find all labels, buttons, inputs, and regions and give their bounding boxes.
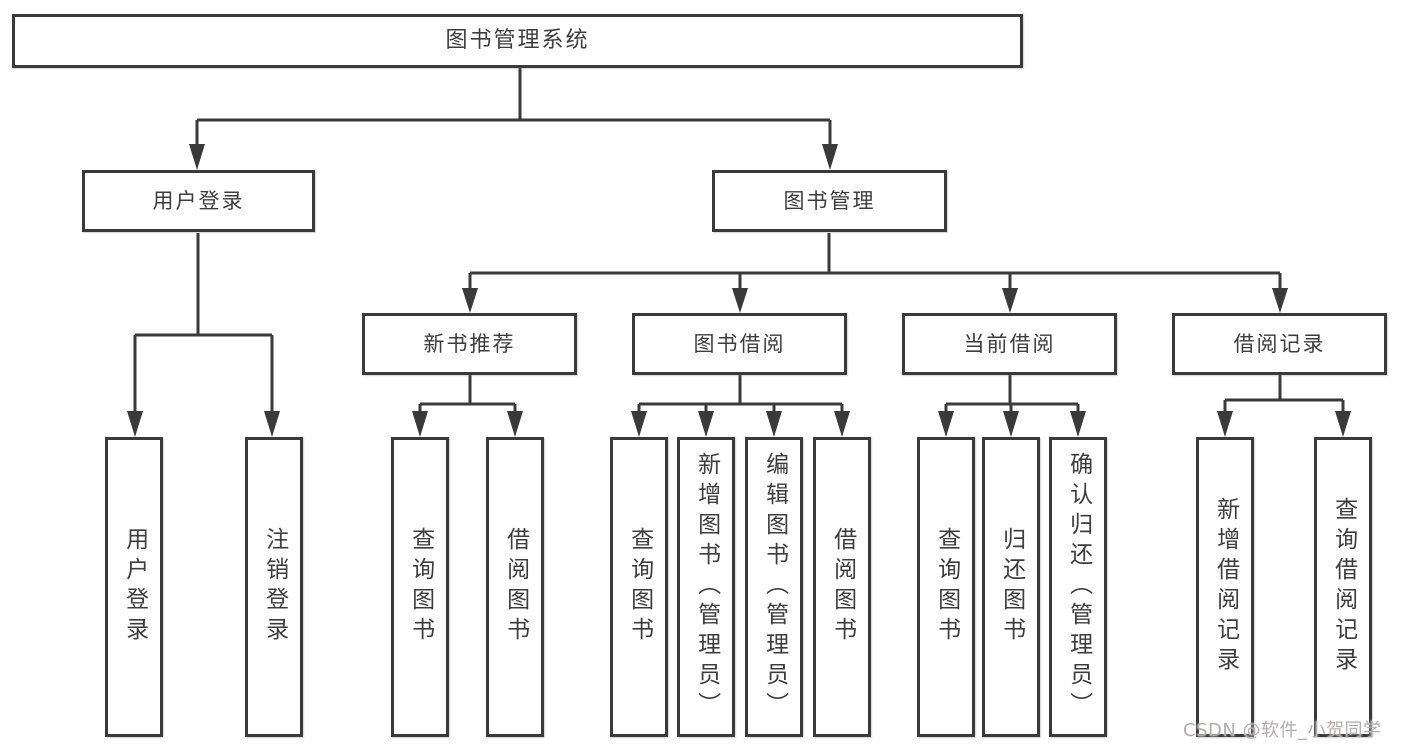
node-label: 查询图书 [933,527,960,647]
leaf-confirm-return-admin: 确认归还（管理员） [1049,437,1107,737]
leaf-query-books-current: 查询图书 [917,437,975,737]
leaf-logout: 注销登录 [245,437,303,737]
node-label: 新书推荐 [423,331,516,356]
node-borrow-record: 借阅记录 [1172,313,1387,375]
node-user-login: 用户登录 [82,170,315,232]
node-label: 借阅图书 [502,527,529,647]
leaf-return-books: 归还图书 [982,437,1040,737]
node-label: 用户登录 [121,527,148,647]
node-label: 确认归还（管理员） [1065,452,1092,722]
node-label: 归还图书 [998,527,1025,647]
node-label: 用户登录 [152,188,245,213]
leaf-add-books-admin: 新增图书（管理员） [677,437,735,737]
node-label: 新增借阅记录 [1212,497,1239,677]
node-label: 当前借阅 [963,331,1056,356]
node-label: 查询图书 [626,527,653,647]
node-label: 图书管理系统 [445,28,590,53]
leaf-borrow-books-recommend: 借阅图书 [486,437,544,737]
leaf-query-books-recommend: 查询图书 [391,437,449,737]
leaf-add-borrow-record: 新增借阅记录 [1196,437,1254,737]
csdn-watermark: CSDN @软件_小贺同学 [1183,720,1382,741]
leaf-edit-books-admin: 编辑图书（管理员） [745,437,803,737]
node-current-borrow: 当前借阅 [902,313,1117,375]
node-label: 编辑图书（管理员） [761,452,788,722]
node-label: 新增图书（管理员） [693,452,720,722]
leaf-borrow-books: 借阅图书 [813,437,871,737]
node-label: 注销登录 [261,527,288,647]
node-book-management: 图书管理 [712,170,947,232]
node-label: 查询图书 [407,527,434,647]
node-label: 图书借阅 [693,331,786,356]
node-new-book-recommend: 新书推荐 [362,313,577,375]
leaf-query-books-borrow: 查询图书 [610,437,668,737]
node-label: 借阅图书 [829,527,856,647]
arrowheads [127,144,1351,437]
node-label: 查询借阅记录 [1330,497,1357,677]
node-label: 图书管理 [783,188,876,213]
leaf-query-borrow-record: 查询借阅记录 [1314,437,1372,737]
node-system-root: 图书管理系统 [12,14,1023,68]
leaf-user-login: 用户登录 [105,437,163,737]
node-book-borrow: 图书借阅 [632,313,847,375]
node-label: 借阅记录 [1233,331,1326,356]
